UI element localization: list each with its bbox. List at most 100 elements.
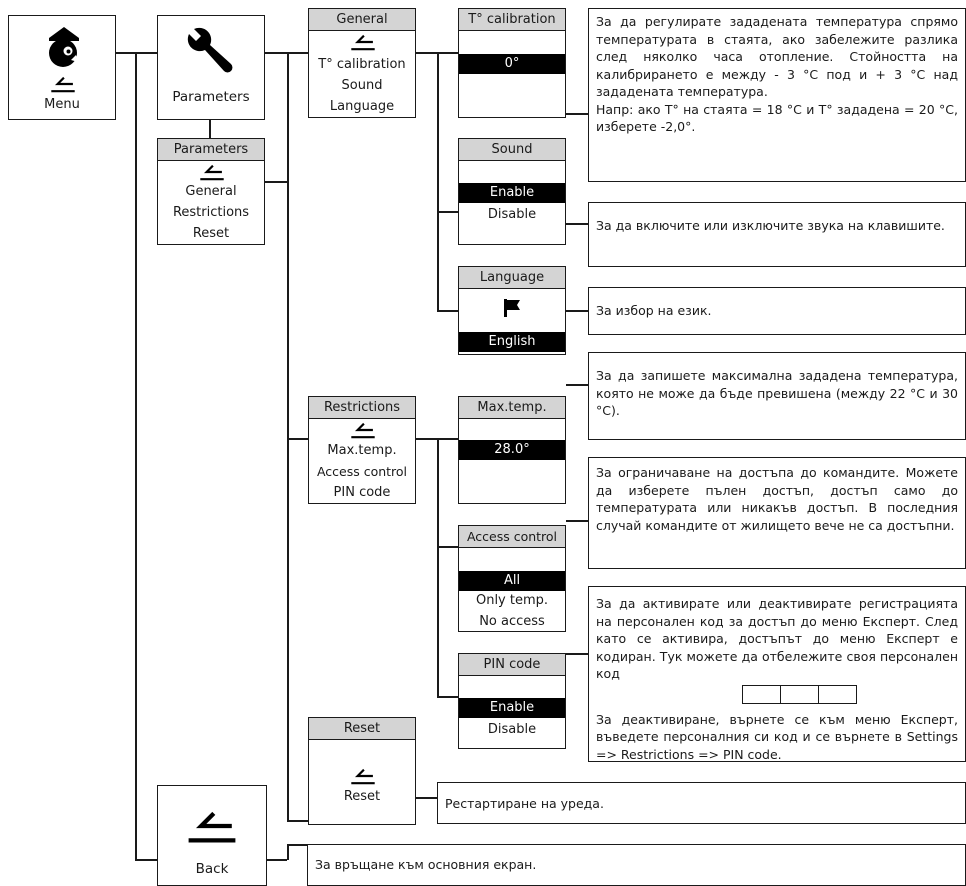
pin-digit-box[interactable] — [780, 684, 819, 704]
pin-option-enable[interactable]: Enable — [459, 698, 565, 718]
description-example: Напр: ако T° на стаята = 18 °C и T° зада… — [596, 101, 958, 135]
maxtemp-title: Max.temp. — [459, 397, 565, 419]
thermostat-face-icon — [49, 27, 79, 67]
menu-item-reset[interactable]: Reset — [192, 226, 230, 241]
connector — [437, 696, 458, 698]
menu-item-maxtemp[interactable]: Max.temp. — [327, 443, 397, 458]
calibration-value[interactable]: 0° — [459, 54, 565, 74]
description-sound: За да включите или изключите звука на кл… — [588, 202, 966, 267]
connector — [416, 797, 437, 799]
description-text: За ограничаване на достъпа до командите.… — [596, 465, 958, 533]
menu-item-sound[interactable]: Sound — [341, 78, 383, 93]
connector — [566, 310, 588, 312]
description-maxtemp: За да запишете максимална зададена темпе… — [588, 352, 966, 440]
menu-tile[interactable]: Menu — [8, 15, 116, 120]
calibration-title: T° calibration — [459, 9, 565, 31]
connector — [287, 844, 289, 860]
description-text: За избор на език. — [596, 303, 712, 318]
pin-code-boxes — [596, 683, 958, 705]
connector — [566, 223, 588, 225]
connector — [437, 211, 458, 213]
return-arrow-icon — [49, 75, 77, 93]
connector — [287, 438, 308, 440]
description-back: За връщане към основния екран. — [307, 844, 966, 886]
parameters-menu-title: Parameters — [158, 139, 264, 161]
description-text: За връщане към основния екран. — [315, 857, 537, 872]
description-text: Рестартиране на уреда. — [445, 796, 604, 811]
description-deactivate: За деактивиране, върнете се към меню Екс… — [596, 711, 958, 762]
menu-label: Menu — [44, 97, 80, 112]
pin-option-disable[interactable]: Disable — [487, 722, 537, 737]
connector — [566, 113, 588, 115]
return-arrow-icon — [185, 808, 239, 844]
return-arrow-icon[interactable] — [349, 767, 377, 785]
connector — [566, 520, 588, 522]
return-arrow-icon[interactable] — [349, 421, 377, 439]
connector — [267, 859, 287, 861]
menu-item-language[interactable]: Language — [329, 99, 395, 114]
connector — [566, 653, 588, 655]
connector — [135, 52, 137, 860]
connector — [437, 52, 439, 311]
connector — [437, 310, 458, 312]
access-option-all[interactable]: All — [459, 571, 565, 591]
sound-screen: Sound Enable Disable — [458, 138, 566, 245]
access-control-title: Access control — [459, 526, 565, 548]
parameters-tile[interactable]: Parameters — [157, 15, 265, 120]
menu-item-restrictions[interactable]: Restrictions — [172, 205, 250, 220]
description-language: За избор на език. — [588, 287, 966, 335]
language-screen: Language English — [458, 266, 566, 355]
access-option-no-access[interactable]: No access — [479, 614, 545, 629]
connector — [287, 820, 308, 822]
return-arrow-icon[interactable] — [349, 33, 377, 51]
reset-menu-screen: Reset Reset — [308, 717, 416, 825]
description-pin-code: За да активирате или деактивирате регист… — [588, 586, 966, 762]
connector — [287, 52, 289, 821]
description-text: За да включите или изключите звука на кл… — [596, 218, 945, 233]
description-text: За да запишете максимална зададена темпе… — [596, 368, 958, 418]
menu-item-calibration[interactable]: T° calibration — [318, 57, 406, 72]
flag-icon — [504, 299, 520, 317]
back-tile-label: Back — [195, 861, 229, 877]
menu-item-access-control[interactable]: Access control — [316, 464, 408, 479]
connector — [437, 546, 458, 548]
general-menu-title: General — [309, 9, 415, 31]
sound-title: Sound — [459, 139, 565, 161]
reset-menu-title: Reset — [309, 718, 415, 740]
language-value[interactable]: English — [459, 332, 565, 352]
parameters-menu-screen: Parameters General Restrictions Reset — [157, 138, 265, 245]
menu-item-reset[interactable]: Reset — [343, 789, 381, 804]
description-text: За да регулирате зададената температура … — [596, 14, 958, 99]
connector — [265, 181, 287, 183]
access-control-screen: Access control All Only temp. No access — [458, 525, 566, 632]
connector — [437, 438, 439, 697]
description-calibration: За да регулирате зададената температура … — [588, 8, 966, 182]
sound-option-disable[interactable]: Disable — [487, 207, 537, 222]
connector — [287, 844, 307, 846]
maxtemp-value[interactable]: 28.0° — [459, 440, 565, 460]
return-arrow-icon[interactable] — [198, 163, 226, 181]
menu-item-general[interactable]: General — [185, 184, 237, 199]
connector — [566, 384, 588, 386]
description-text: За да активирате или деактивирате регист… — [596, 596, 958, 681]
restrictions-menu-screen: Restrictions Max.temp. Access control PI… — [308, 396, 416, 504]
pin-digit-box[interactable] — [742, 684, 781, 704]
description-reset: Рестартиране на уреда. — [437, 782, 966, 824]
wrench-icon — [187, 27, 233, 73]
access-option-only-temp[interactable]: Only temp. — [475, 593, 549, 608]
connector — [135, 859, 157, 861]
restrictions-menu-title: Restrictions — [309, 397, 415, 419]
general-menu-screen: General T° calibration Sound Language — [308, 8, 416, 118]
pin-code-screen: PIN code Enable Disable — [458, 653, 566, 749]
back-tile[interactable]: Back — [157, 785, 267, 886]
sound-option-enable[interactable]: Enable — [459, 183, 565, 203]
language-title: Language — [459, 267, 565, 289]
connector — [265, 52, 287, 54]
pin-code-title: PIN code — [459, 654, 565, 676]
connector — [209, 120, 211, 138]
calibration-screen: T° calibration 0° — [458, 8, 566, 118]
menu-item-pin-code[interactable]: PIN code — [333, 485, 391, 500]
pin-digit-box[interactable] — [818, 684, 857, 704]
description-access-control: За ограничаване на достъпа до командите.… — [588, 457, 966, 569]
maxtemp-screen: Max.temp. 28.0° — [458, 396, 566, 504]
